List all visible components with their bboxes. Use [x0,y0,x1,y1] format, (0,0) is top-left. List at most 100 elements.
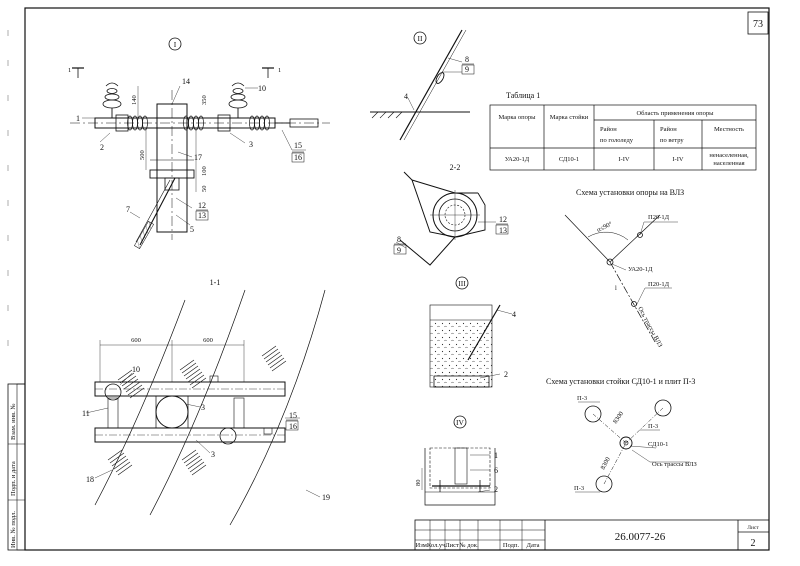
scheme-1-title: Схема установки опоры на ВЛЗ [576,188,684,197]
sheet-value: 2 [751,538,756,549]
callout-1: 1 [494,451,498,460]
dim-100: 100 [201,166,208,176]
view-label: II [418,34,423,43]
table-cell-terrain: населенная [713,160,744,167]
callout-13: 13 [499,226,507,235]
callout-16: 16 [294,153,302,162]
stamp-header: № док. [459,542,479,549]
callout-11: 11 [82,409,90,418]
view-label: I [174,40,177,49]
callout-19: 19 [322,493,330,502]
scheme-1-dim: l [615,285,617,292]
scheme-1 [564,214,678,343]
sheet-number: 73 [753,19,763,30]
callout-12: 12 [499,215,507,224]
callout-16: 16 [289,422,297,431]
table-cell-post: СД10-1 [559,156,579,163]
scheme-1-axis: Ось трассы ВЛЗ [636,306,663,349]
scheme-2-d1: 8300 [612,410,625,425]
view-i [70,37,330,249]
doc-code: 26.0077-26 [615,531,666,543]
callout-14: 14 [182,77,190,86]
callout-9: 9 [465,65,469,74]
side-stamp-sign: Подп. и дата [10,461,17,496]
scheme-1-p2: УА20-1Д [628,266,653,273]
callout-1: 1 [76,114,80,123]
scheme-2-title: Схема установки стойки СД10-1 и плит П-3 [546,377,695,386]
scheme-1-p3: П20-1Д [648,281,670,288]
scheme-2-p1: П-3 [577,395,587,402]
section-label: 1-1 [210,278,221,287]
stamp-header: Дата [527,542,540,549]
table-cell-ice: I-IV [618,156,629,163]
callout-2: 2 [494,485,498,494]
callout-4: 4 [404,92,408,101]
dim-350: 350 [201,95,208,105]
callout-9: 9 [397,246,401,255]
scheme-2-text: Схема установки стойки СД10-1 и плит П-3… [546,377,697,492]
view-ii-text: II 4 8 9 [404,34,469,101]
scheme-1-angle: α≤90° [596,221,614,234]
scheme-2-p3: П-3 [574,485,584,492]
callout-7: 7 [126,205,130,214]
callout-3: 3 [249,140,253,149]
side-stamp-replace: Взам. инв. № [10,403,17,440]
callout-15: 15 [289,411,297,420]
view-iv [421,415,496,506]
title-block [414,519,770,551]
view-label: III [458,279,466,288]
callout-15: 15 [294,141,302,150]
table-cell-terrain: ненаселенная, [709,152,749,159]
stamp-header: Изм. [416,542,429,549]
scheme-2-post: СД10-1 [648,441,668,448]
table-1 [489,104,757,171]
cut-label: 1 [278,67,281,74]
sheet-label: Лист [747,525,759,531]
callout-2: 2 [100,143,104,152]
callout-18: 18 [86,475,94,484]
table-cell-wind: I-IV [672,156,683,163]
callout-10: 10 [132,365,140,374]
scheme-2-d2: 8300 [600,456,612,471]
table-title: Таблица 1 [506,91,540,100]
sheet-number-box: 73 [747,11,769,35]
dim-600: 600 [131,337,141,344]
view-iii [429,276,513,388]
table-header-mark: Марка опоры [498,114,536,121]
callout-8: 8 [465,55,469,64]
view-i-text: I 1 1 140 500 350 100 50 1 2 14 10 3 15 … [68,40,302,234]
view-iv-text: IV 80 1 6 2 [415,418,498,494]
table-header-wind: Район [660,126,677,133]
callout-10: 10 [258,84,266,93]
table-header-post: Марка стойки [550,114,589,121]
callout-3: 3 [211,450,215,459]
scheme-2-p2: П-3 [648,423,658,430]
section-1-1 [85,289,326,526]
table-1-text: Таблица 1 Марка опоры Марка стойки Облас… [498,91,748,167]
callout-12: 12 [198,201,206,210]
dim-600: 600 [203,337,213,344]
view-i-boxes [195,151,305,221]
callout-5: 5 [190,225,194,234]
stamp-header: Подп. [503,542,520,549]
scheme-1-p1: П20-1Д [648,214,670,221]
scheme-2-axis: Ось трассы ВЛЗ [652,461,697,468]
sheet-frame [24,7,770,551]
view-iii-text: III 4 2 [458,279,516,379]
table-header-wind: по ветру [660,137,684,144]
stamp-header: Кол.уч. [427,542,448,549]
dim-50: 50 [201,186,208,193]
title-block-headers: Изм. Кол.уч. Лист № док. Подп. Дата 26.0… [416,525,760,549]
callout-4: 4 [512,310,516,319]
table-header-ice: Район [600,126,617,133]
side-stamp-inv: Инв. № подл. [10,511,17,548]
section-2-2 [393,171,509,266]
section-1-1-text: 1-1 600 600 10 11 3 3 15 16 18 19 [82,278,330,502]
cut-label: 1 [68,67,71,74]
table-header-area: Область применения опоры [636,110,714,117]
callout-6: 6 [494,466,498,475]
callout-13: 13 [198,211,206,220]
view-label: IV [456,418,464,427]
table-cell-mark: УА20-1Д [505,156,530,163]
